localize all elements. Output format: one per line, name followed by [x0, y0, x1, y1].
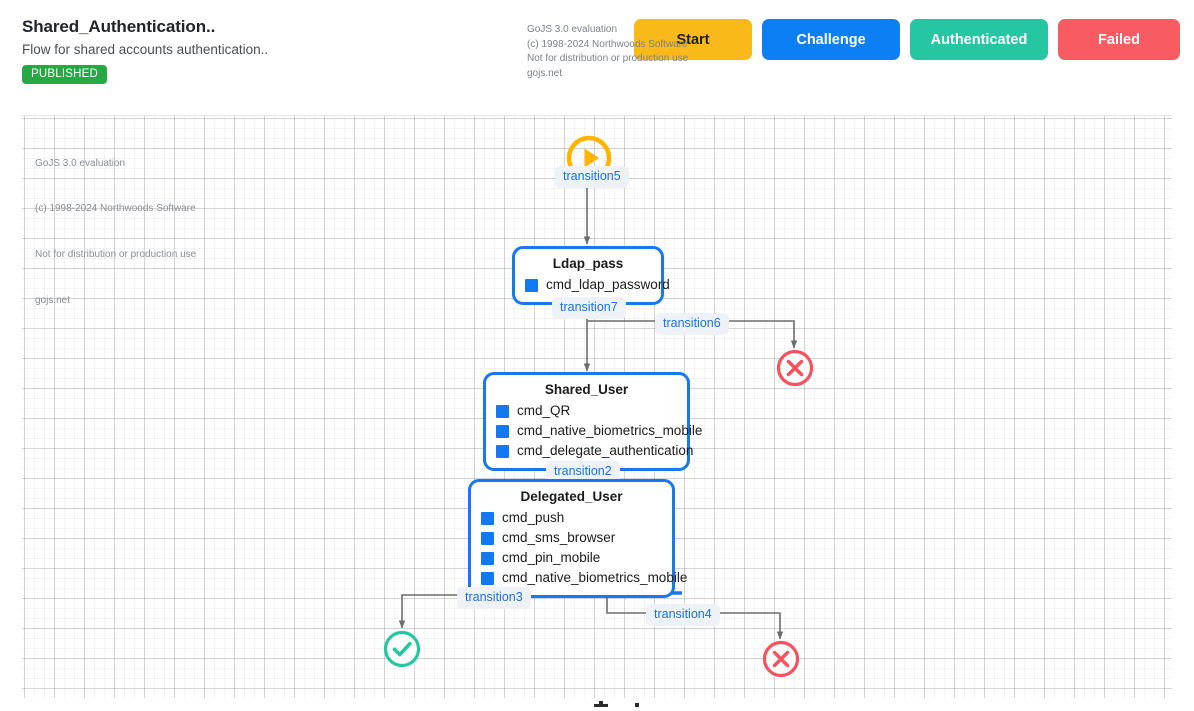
- page-subtitle: Flow for shared accounts authentication.…: [22, 42, 269, 57]
- command-checkbox-icon[interactable]: [496, 444, 509, 458]
- command-label: cmd_pin_mobile: [502, 550, 601, 565]
- command-label: cmd_native_biometrics_mobile: [502, 570, 688, 585]
- command-label: cmd_push: [502, 510, 565, 525]
- command-checkbox-icon[interactable]: [481, 571, 494, 585]
- node-title: Ldap_pass: [552, 256, 624, 271]
- failed-button[interactable]: Failed: [1058, 19, 1180, 60]
- command-row[interactable]: cmd_sms_browser: [481, 528, 662, 548]
- command-label: cmd_native_biometrics_mobile: [517, 423, 703, 438]
- command-checkbox-icon[interactable]: [496, 424, 509, 438]
- toolbar-icon-clipped-2[interactable]: [599, 701, 603, 705]
- command-checkbox-icon[interactable]: [481, 551, 494, 565]
- command-row[interactable]: cmd_native_biometrics_mobile: [481, 568, 687, 588]
- command-checkbox-icon[interactable]: [481, 511, 494, 525]
- transition-label-transition5[interactable]: transition5: [555, 166, 629, 188]
- failed-circle-x-icon: [762, 640, 800, 678]
- transition-label-transition7[interactable]: transition7: [552, 297, 626, 319]
- transition-label-transition4[interactable]: transition4: [646, 604, 720, 626]
- command-label: cmd_ldap_password: [546, 277, 670, 292]
- command-checkbox-icon[interactable]: [525, 278, 538, 292]
- command-row[interactable]: cmd_ldap_password: [525, 275, 670, 295]
- authenticated-button[interactable]: Authenticated: [910, 19, 1048, 60]
- command-label: cmd_QR: [517, 403, 571, 418]
- transition-label-transition2[interactable]: transition2: [546, 461, 620, 483]
- end-node-failed-top[interactable]: [775, 348, 815, 388]
- node-title: Delegated_User: [520, 489, 623, 504]
- node-shared-user[interactable]: Shared_User cmd_QR cmd_native_biometrics…: [483, 372, 702, 471]
- page-title: Shared_Authentication..: [22, 17, 216, 36]
- diagram-canvas[interactable]: GoJS 3.0 evaluation (c) 1998-2024 Northw…: [22, 115, 1172, 698]
- command-row[interactable]: cmd_QR: [496, 401, 677, 421]
- command-label: cmd_sms_browser: [502, 530, 616, 545]
- toolbar-icon-clipped-1[interactable]: [594, 704, 608, 707]
- header-action-buttons: Start Challenge Authenticated Failed: [634, 19, 1180, 60]
- command-checkbox-icon[interactable]: [496, 404, 509, 418]
- end-node-failed-bottom[interactable]: [761, 639, 801, 679]
- node-ldap-pass[interactable]: Ldap_pass cmd_ldap_password: [512, 246, 670, 305]
- watermark-line-4: gojs.net: [527, 67, 563, 79]
- status-badge: PUBLISHED: [22, 65, 107, 84]
- command-row[interactable]: cmd_native_biometrics_mobile: [496, 421, 702, 441]
- toolbar-icon-clipped-3[interactable]: [635, 703, 639, 707]
- authenticated-circle-check-icon: [383, 630, 421, 668]
- failed-circle-x-icon: [776, 349, 814, 387]
- page-header: Shared_Authentication.. Flow for shared …: [0, 0, 1194, 104]
- bottom-toolbar-clipped[interactable]: [0, 700, 1194, 711]
- command-row[interactable]: cmd_push: [481, 508, 662, 528]
- command-row[interactable]: cmd_pin_mobile: [481, 548, 662, 568]
- end-node-authenticated[interactable]: [382, 629, 422, 669]
- node-title: Shared_User: [544, 382, 629, 397]
- header-title-block: Shared_Authentication.. Flow for shared …: [22, 16, 268, 84]
- command-row[interactable]: cmd_delegate_authentication: [496, 441, 693, 461]
- command-label: cmd_delegate_authentication: [517, 443, 694, 458]
- transition-label-transition6[interactable]: transition6: [655, 313, 729, 335]
- command-checkbox-icon[interactable]: [481, 531, 494, 545]
- start-button[interactable]: Start: [634, 19, 752, 60]
- transition-label-transition3[interactable]: transition3: [457, 587, 531, 609]
- challenge-button[interactable]: Challenge: [762, 19, 900, 60]
- node-delegated-user[interactable]: Delegated_User cmd_push cmd_sms_browser …: [468, 479, 687, 598]
